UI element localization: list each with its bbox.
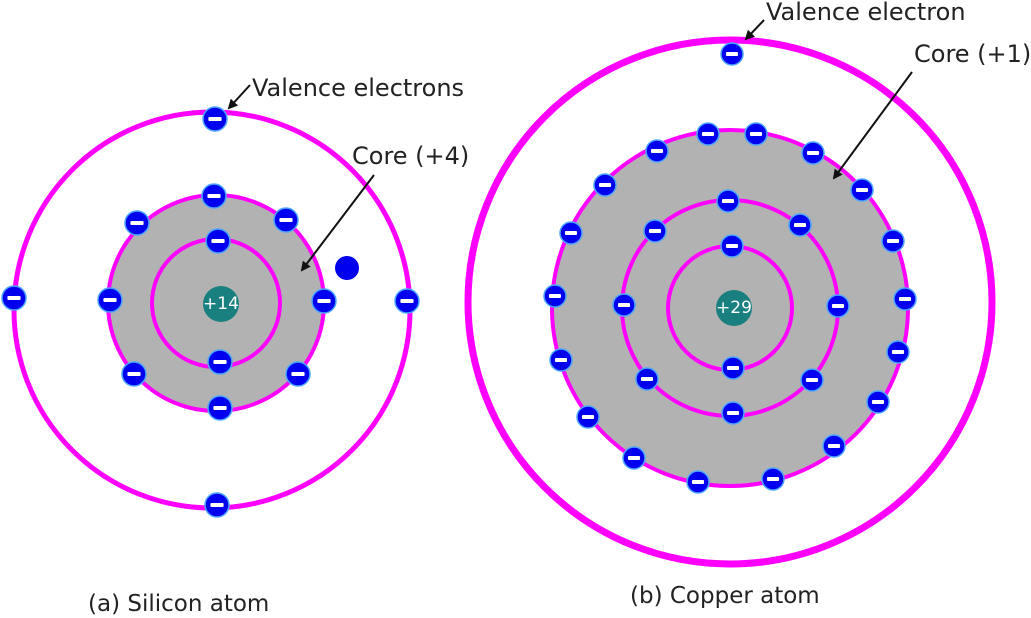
electron: [549, 348, 573, 372]
electron: [788, 213, 812, 237]
electron: [893, 287, 917, 311]
electron: [721, 356, 745, 380]
electron: [593, 173, 617, 197]
electron: [204, 492, 230, 518]
electron: [97, 287, 123, 313]
silicon-nucleus-label: +14: [203, 294, 239, 314]
electron: [124, 210, 150, 236]
electron: [643, 219, 667, 243]
electron: [822, 434, 846, 458]
electron: [121, 361, 147, 387]
electron: [207, 349, 233, 375]
electron: [881, 229, 905, 253]
electron: [543, 284, 567, 308]
copper-core-arrow: [832, 71, 913, 180]
electron: [716, 189, 740, 213]
copper-valence-label: Valence electron: [766, 0, 966, 26]
electron: [686, 470, 710, 494]
electron: [720, 42, 744, 66]
copper-atom: +29 Valence electron Core (+1) (b) Coppe…: [464, 0, 1031, 609]
electron: [886, 340, 910, 364]
silicon-nucleus: [203, 286, 239, 322]
electron: [744, 122, 768, 146]
electron: [635, 367, 659, 391]
copper-caption: (b) Copper atom: [630, 583, 820, 609]
silicon-free-electron: [335, 256, 359, 280]
silicon-valence-label: Valence electrons: [252, 74, 464, 102]
electron: [850, 178, 874, 202]
electron: [720, 234, 744, 258]
electron: [645, 139, 669, 163]
electron: [721, 401, 745, 425]
copper-valence-arrow: [744, 19, 765, 41]
silicon-caption: (a) Silicon atom: [88, 591, 269, 617]
electron: [612, 293, 636, 317]
electron: [801, 141, 825, 165]
electron: [394, 288, 420, 314]
copper-electrons: [543, 42, 917, 494]
electron: [273, 207, 299, 233]
electron: [202, 106, 228, 132]
copper-nucleus-label: +29: [716, 298, 752, 318]
electron: [559, 221, 583, 245]
electron: [285, 361, 311, 387]
silicon-core-label: Core (+4): [352, 142, 469, 170]
copper-valence-shell: [464, 36, 996, 568]
electron: [207, 395, 233, 421]
silicon-valence-arrow: [227, 84, 251, 110]
electron: [205, 228, 231, 254]
silicon-electrons: [1, 106, 420, 518]
copper-nucleus: [716, 290, 752, 326]
electron: [201, 183, 227, 209]
electron: [800, 368, 824, 392]
silicon-core-arrow: [300, 174, 375, 272]
electron: [622, 446, 646, 470]
electron: [311, 288, 337, 314]
electron: [826, 294, 850, 318]
electron: [866, 390, 890, 414]
electron: [576, 405, 600, 429]
electron: [1, 285, 27, 311]
silicon-atom: +14 Valence electrons Core (+4) (a) Sili…: [1, 74, 469, 617]
electron: [696, 122, 720, 146]
electron: [761, 467, 785, 491]
copper-core-label: Core (+1): [914, 40, 1031, 68]
